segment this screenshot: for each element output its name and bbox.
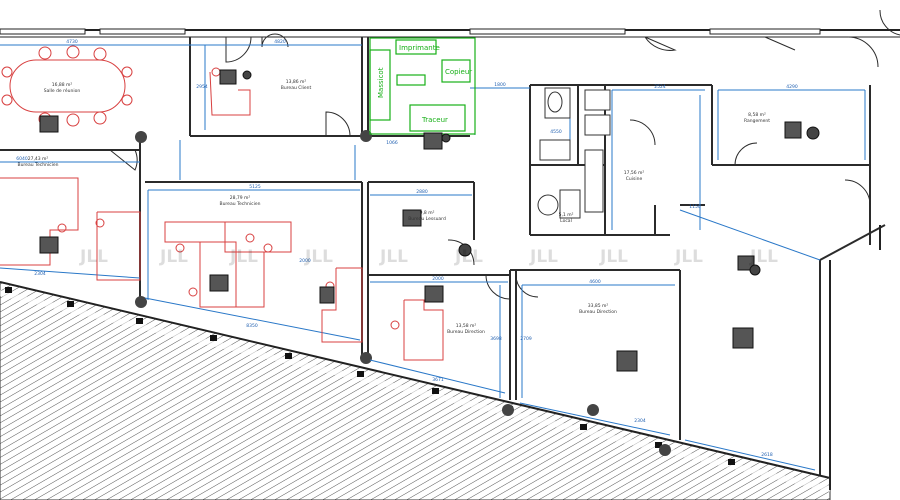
dim-diag-d: 2618 <box>761 452 773 458</box>
dim-bottom-mid: 4600 <box>589 279 601 285</box>
small-office-name: Bureau Lessuard <box>408 216 446 222</box>
meeting-room-area: 16,88 m² <box>52 82 73 88</box>
doors <box>109 9 900 300</box>
building-edge <box>829 225 881 490</box>
dim-corridor-left: 6040 <box>16 156 28 162</box>
dim-diag-b: 3671 <box>432 377 444 383</box>
large-office-area: 33,85 m² <box>588 303 609 309</box>
dim-bottom-left-a: 2000 <box>432 276 444 282</box>
room-labels: 16,88 m² Salle de réunion 13,86 m² Burea… <box>17 79 770 335</box>
dim-top-mid: 4820 <box>274 39 286 45</box>
dim-stair: 1800 <box>494 82 506 88</box>
dim-right-top: 2524 <box>654 84 666 90</box>
dim-bottom-left-b: 2000 <box>299 258 311 264</box>
local-area: 5,1 m² <box>559 212 574 218</box>
dim-diag-a: 8350 <box>246 323 258 329</box>
columns <box>135 130 671 456</box>
left-office-area: 27,43 m² <box>28 156 49 162</box>
dim-mid-small: 2880 <box>416 189 428 195</box>
top-wall <box>0 28 900 38</box>
dim-far-right: 4290 <box>786 84 798 90</box>
svg-text:JLL: JLL <box>599 247 628 267</box>
furniture-red <box>0 45 444 361</box>
sanitary-fixtures <box>537 87 611 219</box>
massicot-label: Massicot <box>377 67 385 98</box>
dim-misc-b: 4550 <box>550 129 562 135</box>
centre-office-name: Bureau Technicien <box>219 201 260 207</box>
dim-vert-c: 2709 <box>520 336 532 342</box>
client-office-name: Bureau Client <box>281 85 312 91</box>
direction-office-name: Bureau Direction <box>447 329 485 335</box>
dim-top-left: 4730 <box>66 39 78 45</box>
svg-text:JLL: JLL <box>529 247 558 267</box>
svg-text:JLL: JLL <box>304 247 333 267</box>
dim-side-b: 1150 <box>689 204 701 210</box>
client-office-area: 13,86 m² <box>286 79 307 85</box>
facade-band <box>0 281 831 500</box>
dim-misc-a: 1066 <box>386 140 398 146</box>
storage-room-name: Rangement <box>744 118 770 124</box>
dim-vert-a: 2954 <box>196 84 208 90</box>
dim-diag-c: 2304 <box>634 418 646 424</box>
copier-label: Copieur <box>445 68 472 76</box>
dim-corridor-centre: 5125 <box>249 184 261 190</box>
kitchen-name: Cuisine <box>626 176 643 182</box>
green-labels: Imprimante Copieur Traceur Massicot <box>377 44 472 124</box>
interior-walls <box>0 37 886 475</box>
svg-text:JLL: JLL <box>674 247 703 267</box>
svg-text:JLL: JLL <box>454 247 483 267</box>
left-office-name: Bureau Technicien <box>17 162 58 168</box>
storage-room-area: 8,58 m² <box>748 112 766 118</box>
svg-text:JLL: JLL <box>379 247 408 267</box>
desk-chairs <box>39 69 820 372</box>
dimension-texts: 4730 4820 6040 5125 2880 1800 2524 4290 … <box>16 39 798 458</box>
local-name: Local <box>560 218 572 224</box>
furniture-green <box>369 37 476 135</box>
svg-text:JLL: JLL <box>749 247 778 267</box>
direction-office-area: 13,58 m² <box>456 323 477 329</box>
kitchen-area: 17,56 m² <box>624 170 645 176</box>
watermark: JLL JLL JLL JLL JLL JLL JLL JLL JLL JLL <box>79 247 778 267</box>
small-office-area: 9,8 m² <box>420 210 435 216</box>
dim-vert-b: 3698 <box>490 336 502 342</box>
dimension-lines <box>0 44 866 471</box>
meeting-room-name: Salle de réunion <box>44 87 81 94</box>
traceur-label: Traceur <box>421 116 448 124</box>
dim-side-a: 2304 <box>34 271 46 277</box>
svg-text:JLL: JLL <box>229 247 258 267</box>
svg-text:JLL: JLL <box>79 247 108 267</box>
centre-office-area: 28,79 m² <box>230 195 251 201</box>
large-office-name: Bureau Direction <box>579 309 617 315</box>
svg-text:JLL: JLL <box>159 247 188 267</box>
printer-label: Imprimante <box>399 44 440 52</box>
